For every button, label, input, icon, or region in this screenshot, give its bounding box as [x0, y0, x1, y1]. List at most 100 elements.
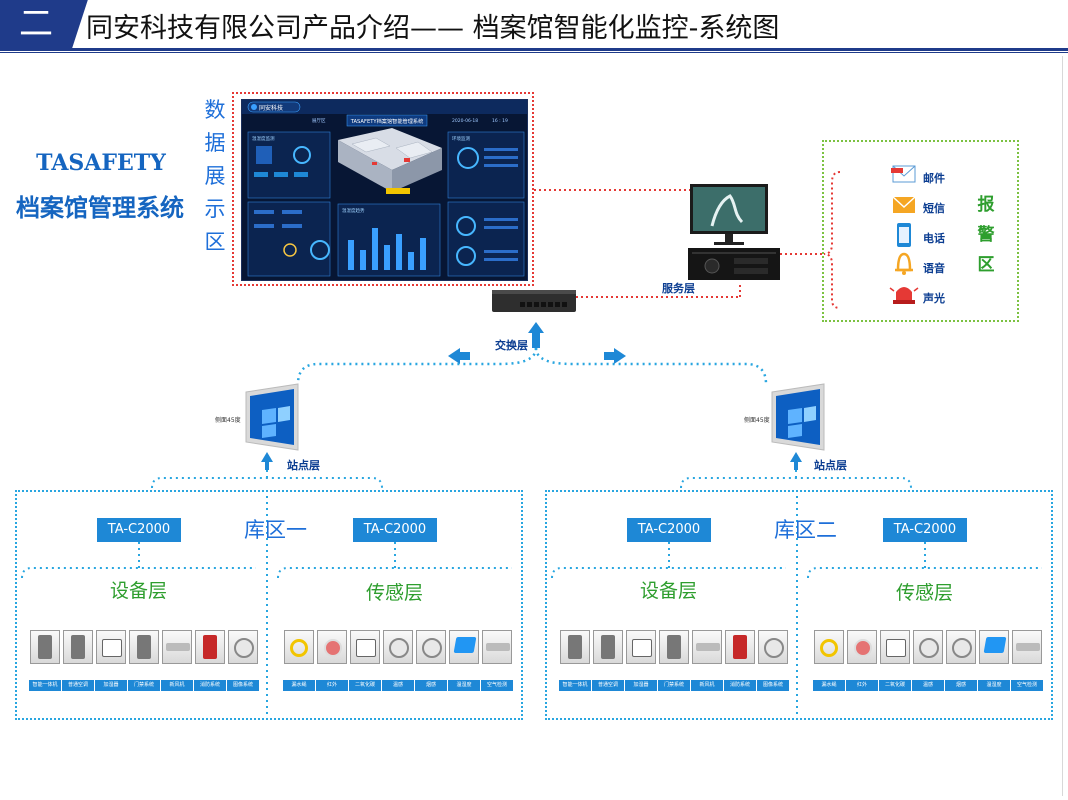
device-item-label: 图像系统: [227, 680, 259, 691]
display-zone-frame: [232, 92, 534, 286]
brand-english: TASAFETY: [36, 150, 166, 176]
server-chassis: [688, 248, 780, 280]
alarm-item-sms: 短信: [923, 202, 945, 215]
dashboard-title: TASAFETY档案馆智能管理系统: [350, 117, 424, 125]
sensor-thumb: [1012, 630, 1042, 664]
station-monitor-left: [245, 383, 299, 451]
vertical-char: 报: [977, 195, 995, 215]
sms-envelope-icon: [892, 196, 916, 213]
alarm-zone-label: 报警区: [976, 190, 996, 280]
device-item-label: 图像系统: [757, 680, 789, 691]
device-item-label: 新风机: [161, 680, 193, 691]
storage-zone-1: [15, 490, 523, 720]
header-divider: [0, 48, 1068, 51]
device-item-label: 智能一体机: [29, 680, 61, 691]
server-layer-label: 服务层: [662, 282, 695, 295]
device-thumb: [659, 630, 689, 664]
device-item-label: 消防系统: [194, 680, 226, 691]
device-item-label: 门禁系统: [658, 680, 690, 691]
alarm-item-email: 邮件: [923, 172, 945, 185]
vertical-char: 展: [204, 164, 226, 188]
dashboard-logo: 同安科技: [259, 104, 283, 112]
sensor-thumb: [880, 630, 910, 664]
section-number-badge: 二: [0, 0, 72, 48]
device-item-label: 门禁系统: [128, 680, 160, 691]
alarm-item-light: 声光: [923, 292, 945, 305]
dashboard-time: 16 : 19: [492, 118, 508, 124]
sensor-item-label: 烟感: [415, 680, 447, 691]
sensor-thumb: [847, 630, 877, 664]
sensor-item-label: 二氧化碳: [349, 680, 381, 691]
sensor-item-label: 红外: [316, 680, 348, 691]
bell-icon: [895, 252, 913, 275]
device-item-label: 普通空调: [62, 680, 94, 691]
sensor-item-label: 温感: [382, 680, 414, 691]
device-thumb: [63, 630, 93, 664]
vertical-char: 示: [204, 197, 226, 221]
dashboard-date: 2020-06-18: [452, 118, 478, 124]
sensor-thumb: [979, 630, 1009, 664]
vertical-char: 据: [204, 131, 226, 155]
device-thumb: [593, 630, 623, 664]
device-thumb: [129, 630, 159, 664]
sensor-item-label: 烟感: [945, 680, 977, 691]
vertical-char: 数: [204, 98, 226, 122]
server-monitor: [690, 184, 768, 245]
alarm-zone-frame: [822, 140, 1019, 322]
controller-zone2-right: TA-C2000: [883, 518, 967, 542]
alarm-item-voice: 语音: [923, 262, 945, 275]
sensor-item-label: 温感: [912, 680, 944, 691]
sensor-thumb: [416, 630, 446, 664]
device-item-label: 消防系统: [724, 680, 756, 691]
device-item-label: 普通空调: [592, 680, 624, 691]
email-icon: [891, 165, 916, 183]
sensor-thumb: [284, 630, 314, 664]
sensor-item-label: 温湿度: [448, 680, 480, 691]
panel-right-title: 环境监测: [452, 135, 470, 142]
device-thumb: [228, 630, 258, 664]
page-title: 同安科技有限公司产品介绍—— 档案馆智能化监控-系统图: [86, 13, 780, 44]
dashboard-tab: 展厅区: [312, 118, 326, 124]
device-thumb: [30, 630, 60, 664]
vertical-char: 区: [977, 255, 995, 275]
chart-panel-title: 温湿度趋势: [342, 207, 365, 214]
device-layer-label-zone2: 设备层: [640, 580, 698, 602]
sensor-item-label: 二氧化碳: [879, 680, 911, 691]
tilt-label-right: 侧面45度: [744, 417, 770, 424]
storage-zone-2: [545, 490, 1053, 720]
network-switch: [492, 290, 576, 312]
vertical-char: 区: [204, 230, 226, 254]
sensor-thumb: [913, 630, 943, 664]
page-edge-rule: [1062, 56, 1063, 796]
sensor-item-label: 漏水绳: [283, 680, 315, 691]
sensor-layer-label-zone1: 传感层: [366, 582, 424, 604]
dashboard-screenshot: 同安科技 TASAFETY档案馆智能管理系统 展厅区 2020-06-18 16…: [241, 99, 528, 281]
dashboard-graphic: 同安科技 TASAFETY档案馆智能管理系统 展厅区 2020-06-18 16…: [242, 100, 527, 280]
sensor-item-label: 温湿度: [978, 680, 1010, 691]
tilt-label-left: 侧面45度: [215, 417, 241, 424]
sensor-thumb: [814, 630, 844, 664]
device-thumb: [626, 630, 656, 664]
vertical-char: 警: [977, 225, 995, 245]
header-bar: [0, 0, 1068, 50]
device-thumb: [758, 630, 788, 664]
controller-zone1-right: TA-C2000: [353, 518, 437, 542]
device-item-label: 加湿器: [625, 680, 657, 691]
station-layer-label-right: 站点层: [814, 459, 847, 472]
station-monitor-right: [771, 383, 825, 451]
switch-layer-label: 交换层: [495, 339, 528, 352]
phone-icon: [897, 223, 911, 247]
device-thumb: [725, 630, 755, 664]
station-layer-label-left: 站点层: [287, 459, 320, 472]
sensor-item-label: 红外: [846, 680, 878, 691]
header-divider-thin: [0, 52, 1068, 53]
sensor-item-label: 空气检测: [1011, 680, 1043, 691]
device-thumb: [195, 630, 225, 664]
zone-2-label: 库区二: [774, 518, 837, 542]
display-zone-label: 数据展示区: [203, 94, 227, 259]
device-thumb: [692, 630, 722, 664]
alarm-item-phone: 电话: [923, 232, 945, 245]
zone-1-label: 库区一: [244, 518, 307, 542]
device-layer-label-zone1: 设备层: [110, 580, 168, 602]
device-thumb: [96, 630, 126, 664]
